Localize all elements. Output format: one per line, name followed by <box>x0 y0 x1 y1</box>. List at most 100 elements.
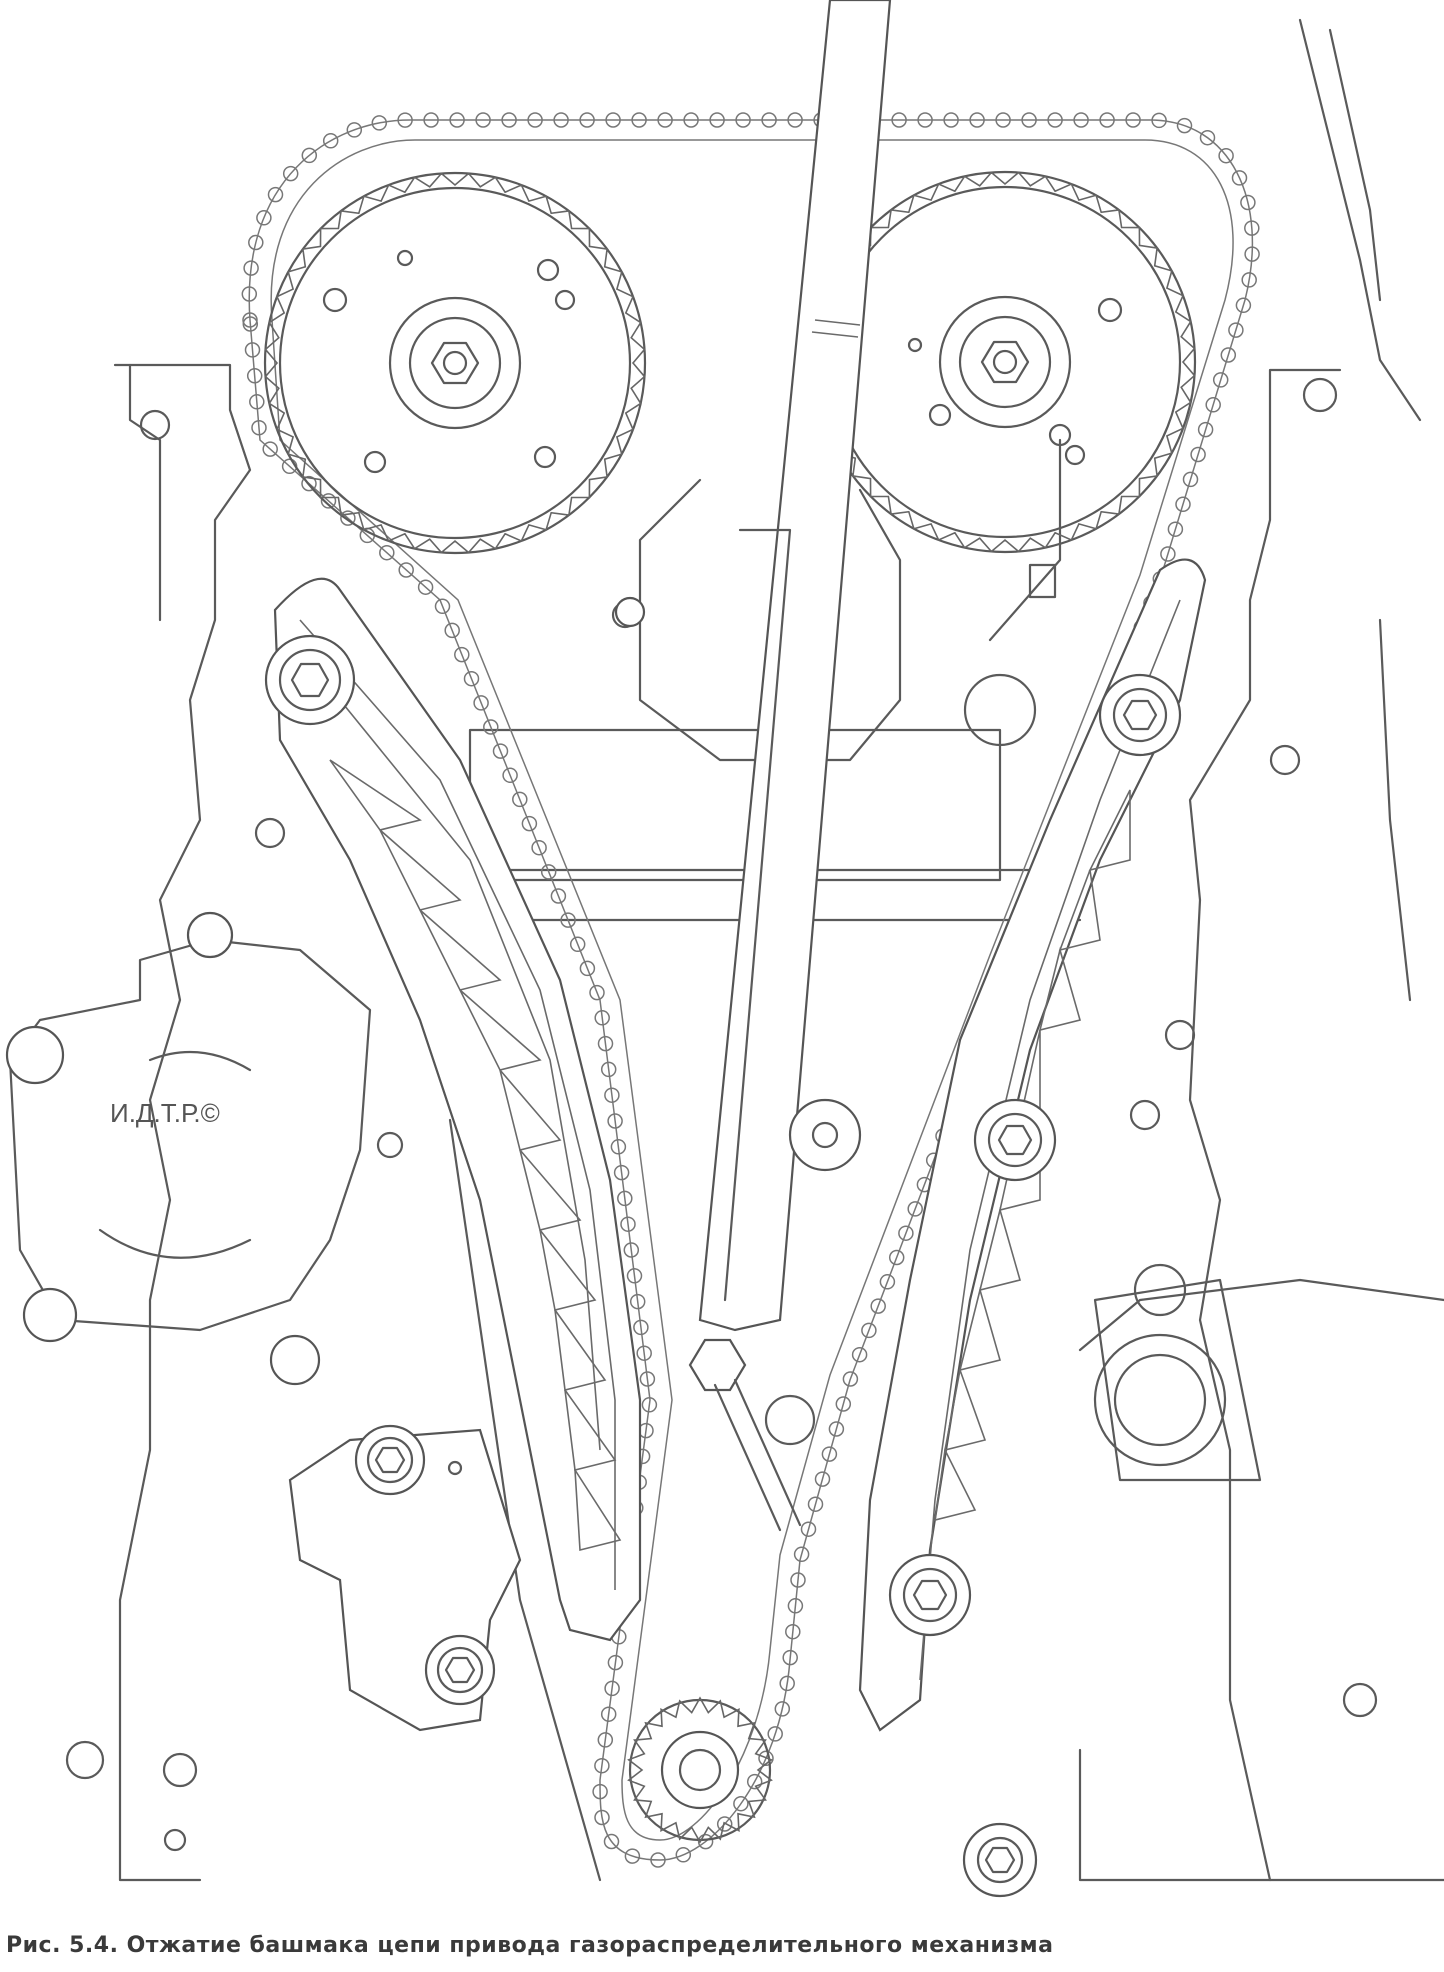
chain-link <box>604 1087 620 1103</box>
guide-rib <box>379 829 462 911</box>
chain-link <box>746 1773 763 1790</box>
chain-link <box>242 316 259 332</box>
chain-link <box>617 1190 633 1207</box>
chain-link <box>1240 194 1256 211</box>
guide-rib <box>1088 789 1131 872</box>
chain-link <box>891 112 907 128</box>
chain-link <box>1099 112 1115 128</box>
chain-link <box>1176 117 1193 134</box>
chain-link <box>527 112 543 128</box>
chain-link <box>793 1546 810 1563</box>
engine-block <box>65 18 1444 1882</box>
guide-rib <box>1058 869 1101 952</box>
chain-link <box>1197 421 1214 438</box>
chain-link <box>633 1319 649 1336</box>
chain-link <box>483 719 499 735</box>
chain-link <box>1228 322 1244 338</box>
chain-link <box>1212 372 1229 388</box>
chain-link <box>423 112 439 128</box>
chain-link <box>560 912 576 928</box>
chain-link <box>597 1035 614 1052</box>
chain-link <box>879 1274 896 1290</box>
lower-right-parts <box>962 1263 1262 1898</box>
chain-link <box>346 122 363 138</box>
chain-link <box>249 394 265 410</box>
guide-rib <box>329 759 422 831</box>
chain-link <box>521 815 538 832</box>
chain-link <box>623 1242 640 1258</box>
chain-link <box>579 960 596 977</box>
chain-link <box>1175 496 1191 513</box>
chain-link <box>613 1164 630 1181</box>
chain-link <box>629 1293 646 1310</box>
chain-link <box>569 936 586 953</box>
chain-link <box>907 1201 923 1217</box>
center-components <box>614 596 862 1532</box>
chain-link <box>758 1750 774 1767</box>
chain-link <box>597 1732 614 1748</box>
chain-link <box>610 1139 627 1155</box>
chain-link <box>322 133 339 149</box>
chain-link <box>397 112 413 128</box>
chain-link <box>282 165 299 182</box>
sprocket-teeth-outline <box>627 1696 773 1844</box>
chain-link <box>1235 297 1252 314</box>
chain-link <box>1125 112 1141 128</box>
chain-link <box>398 562 414 578</box>
chain-link <box>600 1061 617 1078</box>
chain-link <box>1047 112 1063 128</box>
chain-link <box>553 112 569 128</box>
water-pump-housing <box>5 911 372 1386</box>
chain-link <box>594 1809 610 1826</box>
chain-link <box>767 1726 783 1742</box>
chain-link <box>683 112 699 128</box>
chain-link <box>243 260 259 276</box>
chain-link <box>531 839 547 856</box>
chain-link <box>449 112 465 128</box>
chain-link <box>320 493 337 509</box>
guide-rib <box>958 1286 1001 1372</box>
chain-link <box>697 1833 714 1850</box>
chain-link <box>607 1654 624 1671</box>
chain-link <box>761 112 777 128</box>
guide-rib <box>564 1389 617 1471</box>
chain-link <box>1231 170 1248 186</box>
chain-link <box>779 1675 795 1692</box>
chain-link <box>1151 112 1167 129</box>
chain-link <box>969 112 985 128</box>
watermark: И.Д.Т.Р.© <box>110 1098 220 1128</box>
guide-rib <box>419 909 502 991</box>
chain-link <box>540 864 557 880</box>
figure-caption: Рис. 5.4. Отжатие башмака цепи привода г… <box>6 1933 1054 1958</box>
chain-link <box>607 1113 623 1129</box>
chain-link <box>870 1298 886 1314</box>
chain-link <box>790 1572 806 1588</box>
chain-link <box>774 1701 791 1717</box>
chain-link <box>626 1268 643 1284</box>
chain-link <box>502 767 518 784</box>
chain-link <box>709 112 725 128</box>
guide-rib <box>574 1466 622 1552</box>
chain-link <box>417 579 434 595</box>
chain-link <box>246 368 263 384</box>
chain-link <box>475 112 491 128</box>
exhaust-cam-sprocket <box>813 170 1197 599</box>
chain-link <box>1073 112 1089 128</box>
chain-link <box>371 115 388 131</box>
chain-link <box>434 598 451 615</box>
chain-link <box>1182 471 1199 488</box>
chain-link <box>600 1706 617 1722</box>
chain-link <box>267 186 284 203</box>
chain-link <box>379 544 395 561</box>
left-chain-tensioner-shoe <box>264 577 642 1642</box>
chain-link <box>851 1346 868 1363</box>
chain-link <box>1241 272 1257 288</box>
exhaust-sprocket-teeth <box>814 171 1196 553</box>
crank-sprocket-teeth <box>627 1696 773 1844</box>
chain-link <box>782 1649 798 1666</box>
chain-link <box>898 1225 914 1241</box>
chain-link <box>814 1471 831 1487</box>
chain-link <box>262 441 278 457</box>
chain-link <box>604 1680 620 1697</box>
chain-link <box>733 1795 749 1812</box>
